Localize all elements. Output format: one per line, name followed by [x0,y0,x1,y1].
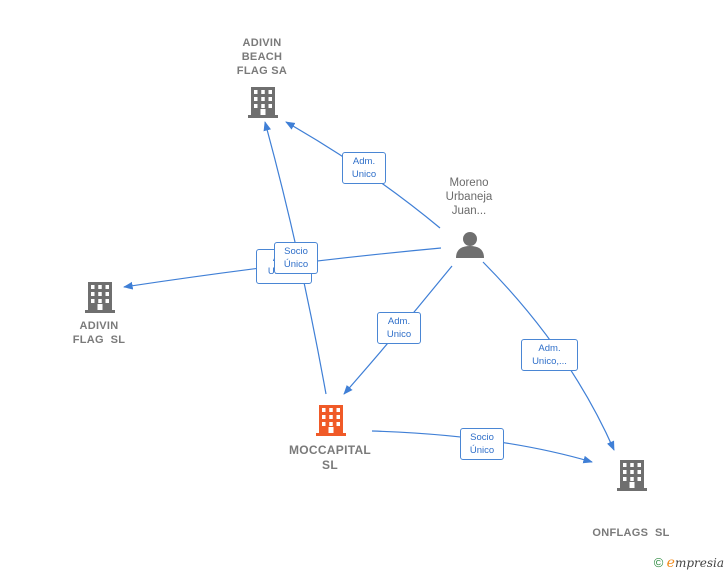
edge-label-line: Adm. [538,343,561,354]
edge-label-line: Unico [351,169,377,180]
building-icon-onflags [617,460,647,491]
label-line: Urbaneja [445,191,493,203]
node-label-adivin-beach[interactable]: ADIVIN BEACH FLAG SA [226,36,298,78]
label-line: ONFLAGS SL [592,527,670,539]
label-line: Juan... [451,205,487,217]
edge-label-adm-unico-ellipsis[interactable]: Adm. Unico,... [521,339,578,371]
edge-label-line: Único [283,259,309,270]
person-icon [456,232,484,258]
building-icon-moccapital [316,405,346,436]
edge-label-line: Único [469,445,495,456]
edge-label-line: Socio [284,246,308,257]
empresia-logo[interactable]: © empresia [654,555,724,571]
label-line: FLAG SL [72,334,126,346]
edge-label-adm-unico[interactable]: Adm. Unico [342,152,386,184]
edge-label-line: Adm. [352,156,376,167]
building-icon-adivin-flag [85,282,115,313]
building-icon-adivin-beach [248,87,278,118]
label-line: FLAG SA [236,65,288,77]
label-line: SL [322,458,338,472]
label-line: MOCCAPITAL [288,443,372,457]
label-line: BEACH [241,51,283,63]
edge-label-socio-unico[interactable]: Socio Único [274,242,318,274]
node-label-adivin-flag[interactable]: ADIVIN FLAG SL [62,319,136,347]
edge-label-line: Adm. [387,316,411,327]
node-label-onflags[interactable]: ONFLAGS SL [585,498,677,568]
edge-label-adm-unico[interactable]: Adm. Unico [377,312,421,344]
label-line: ADIVIN [79,320,119,332]
label-line: ADIVIN [242,37,282,49]
copyright-icon: © [653,555,664,570]
label-line: Moreno [449,177,489,189]
edge-label-socio-unico[interactable]: Socio Único [460,428,504,460]
brand-initial: e [666,555,675,571]
node-label-moccapital[interactable]: MOCCAPITAL SL [280,443,380,473]
brand-name: mpresia [674,556,724,570]
edge-label-line: Unico [386,329,412,340]
node-label-person[interactable]: Moreno Urbaneja Juan... [432,176,506,218]
edge-label-line: Unico,... [532,356,567,367]
edge-label-line: Socio [470,432,494,443]
